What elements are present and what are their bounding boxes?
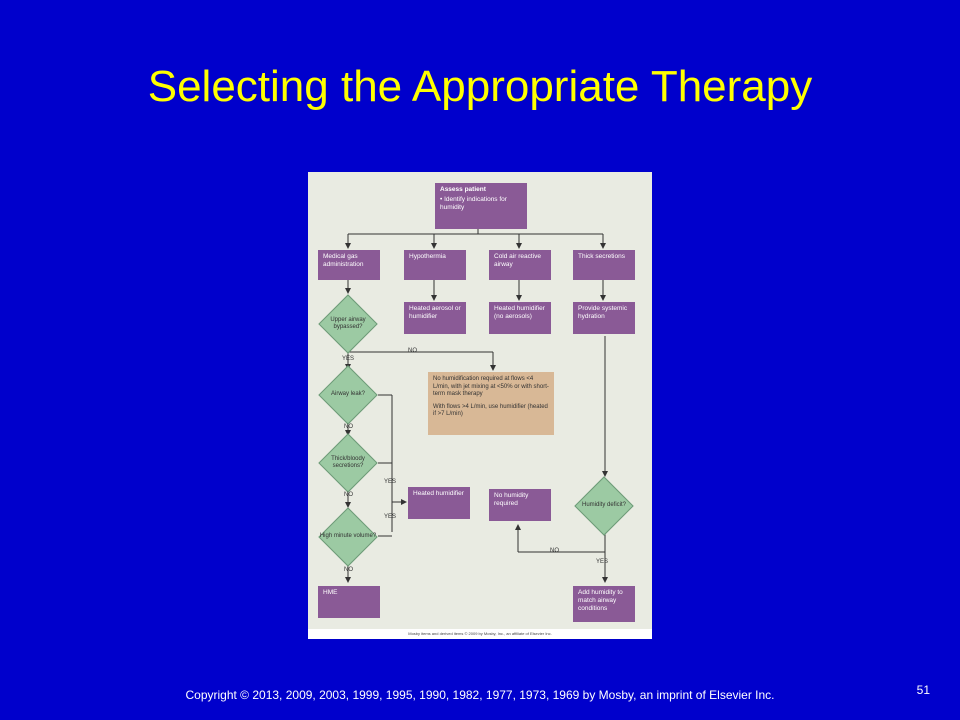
decision-airway-leak-label: Airway leak? bbox=[330, 391, 365, 398]
slide-title: Selecting the Appropriate Therapy bbox=[147, 62, 813, 111]
page-number: 51 bbox=[916, 683, 930, 697]
label-no-airway-leak: NO bbox=[344, 424, 353, 430]
action-heated-humidifier: Heated humidifier bbox=[408, 487, 470, 519]
label-no-humidity-deficit: NO bbox=[550, 548, 559, 554]
copyright-footer: Copyright © 2013, 2009, 2003, 1999, 1995… bbox=[185, 688, 775, 702]
note-line-1: No humidification required at flows <4 L… bbox=[433, 376, 549, 397]
decision-humidity-deficit: Humidity deficit? bbox=[574, 476, 634, 536]
decision-airway-leak: Airway leak? bbox=[318, 365, 378, 425]
decision-high-minute: High minute volume? bbox=[318, 507, 378, 567]
branch-cold-air: Cold air reactive airway bbox=[489, 250, 551, 280]
label-no-upper-airway: NO bbox=[408, 348, 417, 354]
figure-credit: Mosby items and derived items © 2009 by … bbox=[308, 629, 652, 639]
assess-patient-box: Assess patient • Identify indications fo… bbox=[435, 183, 527, 229]
branch-hypothermia: Hypothermia bbox=[404, 250, 466, 280]
action-systemic-hydration: Provide systemic hydration bbox=[573, 302, 635, 334]
action-no-humidity: No humidity required bbox=[489, 489, 551, 521]
assess-patient-detail: • Identify indications for humidity bbox=[440, 196, 507, 211]
action-heated-humidifier-no-aerosol: Heated humidifier (no aerosols) bbox=[489, 302, 551, 334]
branch-medical-gas: Medical gas administration bbox=[318, 250, 380, 280]
assess-patient-title: Assess patient bbox=[440, 186, 486, 193]
label-no-thick-bloody: NO bbox=[344, 492, 353, 498]
decision-thick-bloody-label: Thick/bloody secretions? bbox=[331, 455, 365, 470]
label-yes-thick-bloody: YES bbox=[384, 479, 397, 485]
label-yes-upper-airway: YES bbox=[342, 356, 355, 362]
humidification-note: No humidification required at flows <4 L… bbox=[428, 372, 554, 435]
label-no-high-minute: NO bbox=[344, 567, 353, 573]
branch-thick-secretions: Thick secretions bbox=[573, 250, 635, 280]
connector-lines bbox=[345, 229, 608, 583]
decision-thick-bloody: Thick/bloody secretions? bbox=[318, 433, 378, 493]
action-heated-aerosol: Heated aerosol or humidifier bbox=[404, 302, 466, 334]
action-hme: HME bbox=[318, 586, 380, 618]
note-line-2: With flows >4 L/min, use humidifier (hea… bbox=[433, 403, 548, 418]
decision-upper-airway-label: Upper airway bypassed? bbox=[330, 316, 366, 331]
label-yes-high-minute: YES bbox=[384, 514, 397, 520]
flowchart-figure: Assess patient • Identify indications fo… bbox=[308, 172, 652, 639]
decision-upper-airway: Upper airway bypassed? bbox=[318, 294, 378, 354]
action-add-humidity: Add humidity to match airway conditions bbox=[573, 586, 635, 622]
decision-humidity-deficit-label: Humidity deficit? bbox=[581, 502, 626, 509]
decision-high-minute-label: High minute volume? bbox=[319, 533, 377, 540]
label-yes-humidity-deficit: YES bbox=[596, 559, 609, 565]
